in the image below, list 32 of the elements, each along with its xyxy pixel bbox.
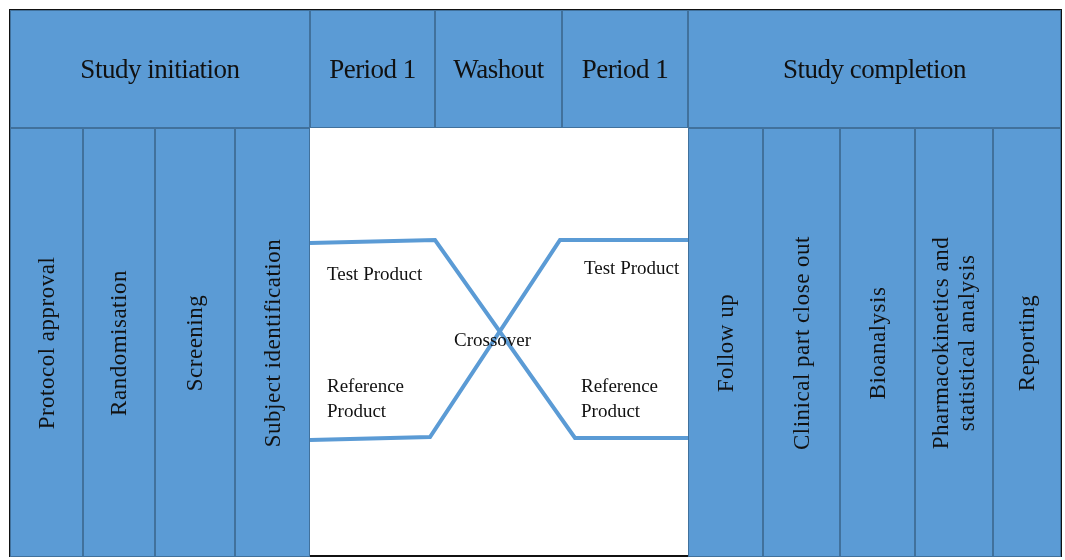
phase-label: Study initiation: [80, 53, 240, 85]
phase-label: Period 1: [329, 53, 416, 85]
activity-column: [235, 128, 310, 557]
phase-header: [10, 10, 310, 128]
activity-column: [155, 128, 235, 557]
phase-label: Washout: [453, 53, 544, 85]
activity-label: Subject identification: [259, 237, 286, 449]
arm-label: Reference Product: [327, 374, 405, 423]
activity-label: Screening: [181, 293, 208, 393]
activity-label: Clinical part close out: [788, 234, 815, 452]
activity-column: [83, 128, 155, 557]
phase-label: Period 1: [581, 53, 669, 85]
activity-label: Reporting: [1013, 293, 1040, 393]
arm-label: Test Product: [327, 262, 424, 286]
activity-column: [915, 128, 993, 557]
phase-header: [310, 10, 435, 128]
phase-header: [562, 10, 688, 128]
activity-label: Randomisation: [105, 268, 132, 418]
activity-column: [10, 128, 83, 557]
phase-header: [435, 10, 562, 128]
activity-label: Bioanalysis: [864, 285, 891, 401]
activity-label: Protocol approval: [33, 255, 60, 431]
activity-column: [840, 128, 915, 557]
arm-label: Test Product: [584, 256, 681, 280]
activity-label: Follow up: [712, 292, 739, 394]
arm-label: Reference Product: [581, 374, 659, 423]
phase-header: [688, 10, 1061, 128]
activity-column: [688, 128, 763, 557]
activity-label: Pharmacokinetics and statistical analysis: [927, 235, 980, 451]
activity-column: [993, 128, 1061, 557]
phase-label: Study completion: [782, 53, 967, 85]
activity-column: [763, 128, 840, 557]
